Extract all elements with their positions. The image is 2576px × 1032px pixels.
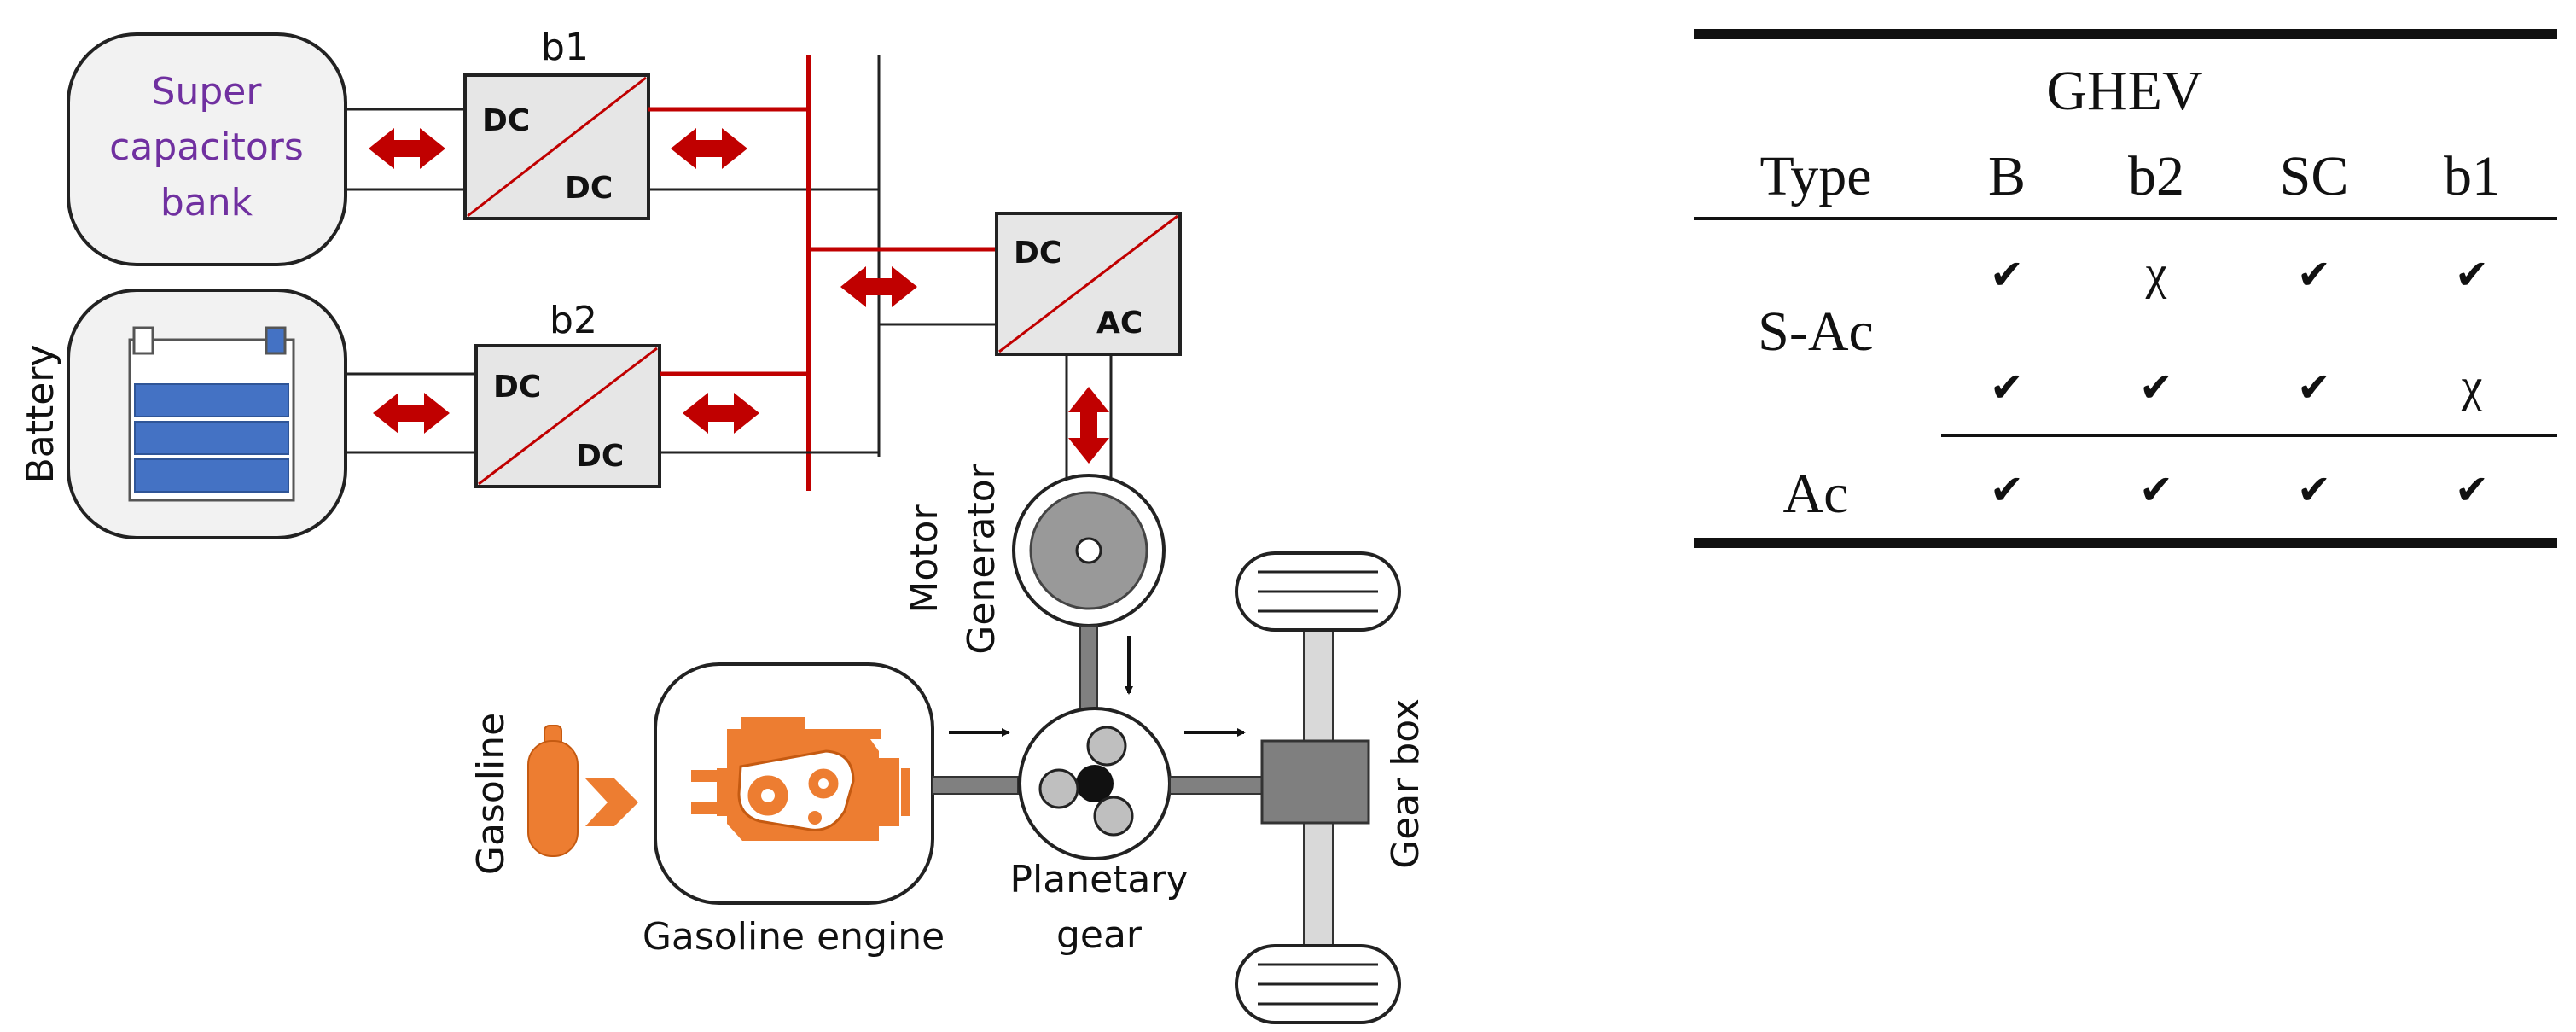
engine-shaft [932,776,1019,795]
table-title: GHEV [2046,60,2202,122]
gearbox-label: Gear box [1384,698,1428,869]
planetary-label-line2: gear [1056,913,1143,957]
table-header-b2: b2 [2128,145,2184,207]
gasoline-engine: Gasoline engine [643,662,945,959]
engine-icon [691,717,910,841]
gearbox [1260,739,1370,825]
inverter: DC AC [995,212,1182,356]
converter-b1-input: DC [482,103,530,138]
check-icon: ✔ [2297,251,2331,299]
vertical-double-arrow-icon [1068,387,1109,464]
battery-label: Battery [19,345,62,484]
b1-bus-wires [648,107,879,191]
converter-b1-name: b1 [541,26,589,69]
converter-b2-output: DC [576,439,624,474]
inverter-input: DC [1014,236,1061,271]
check-icon: ✔ [1990,364,2024,411]
chevron-right-icon [585,778,638,826]
table-header-sc: SC [2280,145,2349,207]
planetary-label-line1: Planetary [1009,858,1188,901]
motor-generator: Motor Generator [903,463,1166,655]
check-icon: ✔ [2139,466,2173,514]
supercap-label-line3: bank [160,181,253,224]
table-row: ✔ ✔ ✔ χ [1990,359,2483,412]
converter-b2-input: DC [493,370,541,405]
converter-b1: b1 DC DC [463,26,650,220]
gasoline-tank: Gasoline [469,713,579,875]
check-icon: ✔ [2139,364,2173,411]
planetary-gear: Planetary gear [1009,707,1189,957]
engine-label: Gasoline engine [643,915,945,959]
supercap-wires [346,108,465,191]
inverter-motor-wires [1065,354,1113,497]
motor-shaft [1079,625,1098,714]
double-arrow-icon [373,393,450,434]
double-arrow-icon [840,266,917,307]
table-header-b1: b1 [2444,145,2500,207]
supercapacitor-bank: Super capacitors bank [67,32,347,266]
supercap-label-line2: capacitors [109,125,304,169]
table-row-type-ac: Ac [1783,463,1849,525]
output-shaft [1169,776,1263,795]
motor-generator-label-line2: Generator [960,463,1003,654]
check-icon: ✔ [2455,466,2489,514]
check-icon: ✔ [2455,251,2489,299]
battery-wires [346,372,476,454]
table-cell: χ [2145,247,2167,300]
double-arrow-icon [671,128,747,169]
inverter-output: AC [1096,306,1143,341]
gasoline-tank-icon [527,740,579,857]
ghev-table: GHEV Type B b2 SC b1 S-Ac ✔ χ ✔ ✔ ✔ ✔ ✔ … [1694,29,2557,548]
table-cell: χ [2461,359,2483,412]
b2-bus-wires [660,371,879,454]
check-icon: ✔ [1990,251,2024,299]
table-row: ✔ ✔ ✔ ✔ [1990,466,2489,514]
check-icon: ✔ [2297,466,2331,514]
gasoline-label: Gasoline [469,713,513,875]
check-icon: ✔ [1990,466,2024,514]
converter-b2: b2 DC DC [474,299,661,488]
battery: Battery [19,289,347,539]
converter-b1-output: DC [565,171,613,206]
table-header-b: B [1988,145,2026,207]
check-icon: ✔ [2297,364,2331,411]
inverter-wires [809,247,997,326]
gearbox-axle: Gear box [1235,551,1428,1024]
double-arrow-icon [683,393,759,434]
motor-generator-label-line1: Motor [903,504,946,614]
supercap-label-line1: Super [152,70,263,114]
table-row-type-s-ac: S-Ac [1758,300,1874,363]
table-header-type: Type [1759,145,1871,207]
converter-b2-name: b2 [550,299,597,342]
wheel-top [1235,551,1401,632]
table-row: ✔ χ ✔ ✔ [1990,247,2489,300]
double-arrow-icon [369,128,445,169]
wheel-bottom [1235,944,1401,1024]
dc-bus [806,55,881,491]
